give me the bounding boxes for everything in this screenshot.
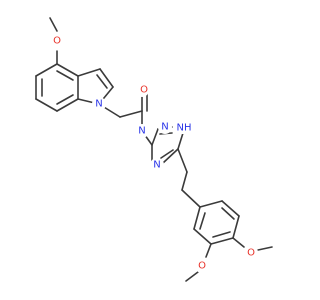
bond xyxy=(232,237,245,248)
bond xyxy=(212,231,231,238)
atom-label-text: N xyxy=(161,122,168,133)
bond xyxy=(49,17,58,32)
bond xyxy=(232,215,240,239)
atom-n-triazole-4: N xyxy=(150,158,164,172)
atom-n-triazole-1: N xyxy=(158,120,172,134)
bond xyxy=(56,70,74,81)
bond xyxy=(162,148,179,164)
atom-label-text: O xyxy=(140,85,148,96)
atom-label-text: NH xyxy=(177,123,192,134)
atom-nh-triazole: NH xyxy=(176,122,193,134)
bond xyxy=(35,98,58,112)
bond xyxy=(193,206,201,230)
bond xyxy=(205,243,212,258)
bond xyxy=(199,200,223,208)
atom-label-text: O xyxy=(53,36,61,47)
atom-o-para-methoxy: O xyxy=(244,246,258,260)
bond xyxy=(99,68,114,88)
bond xyxy=(56,63,79,77)
bond xyxy=(177,148,188,173)
chemical-structure: O N O N N NH N O xyxy=(35,17,273,282)
atom-label-text: N xyxy=(138,126,145,137)
atom-o-meta-methoxy: O xyxy=(195,259,209,273)
bond xyxy=(56,98,79,112)
bond xyxy=(221,207,235,220)
bond xyxy=(181,171,188,191)
bond xyxy=(56,94,74,105)
bond xyxy=(77,68,101,77)
bond xyxy=(221,200,240,217)
atom-labels: O N O N N NH N O xyxy=(50,34,258,273)
atom-label-text: N xyxy=(95,99,102,110)
atom-label-text: N xyxy=(153,160,160,171)
bond xyxy=(35,63,58,77)
bond xyxy=(210,237,234,245)
bond xyxy=(257,246,273,251)
atom-n-amide: N xyxy=(135,124,149,138)
bond xyxy=(96,74,108,89)
atom-label-text: O xyxy=(247,248,255,259)
bond xyxy=(177,132,184,150)
bond xyxy=(160,149,174,159)
bond xyxy=(193,228,212,245)
atom-o-indole-methoxy: O xyxy=(50,34,64,48)
bonds xyxy=(35,17,273,282)
atom-label-text: O xyxy=(198,261,206,272)
bond xyxy=(151,128,159,146)
atom-o-amide: O xyxy=(135,83,149,97)
bond xyxy=(199,212,206,230)
bond xyxy=(185,271,199,282)
bond xyxy=(119,110,143,118)
bond xyxy=(181,189,201,208)
atom-n-indole: N xyxy=(92,97,106,111)
